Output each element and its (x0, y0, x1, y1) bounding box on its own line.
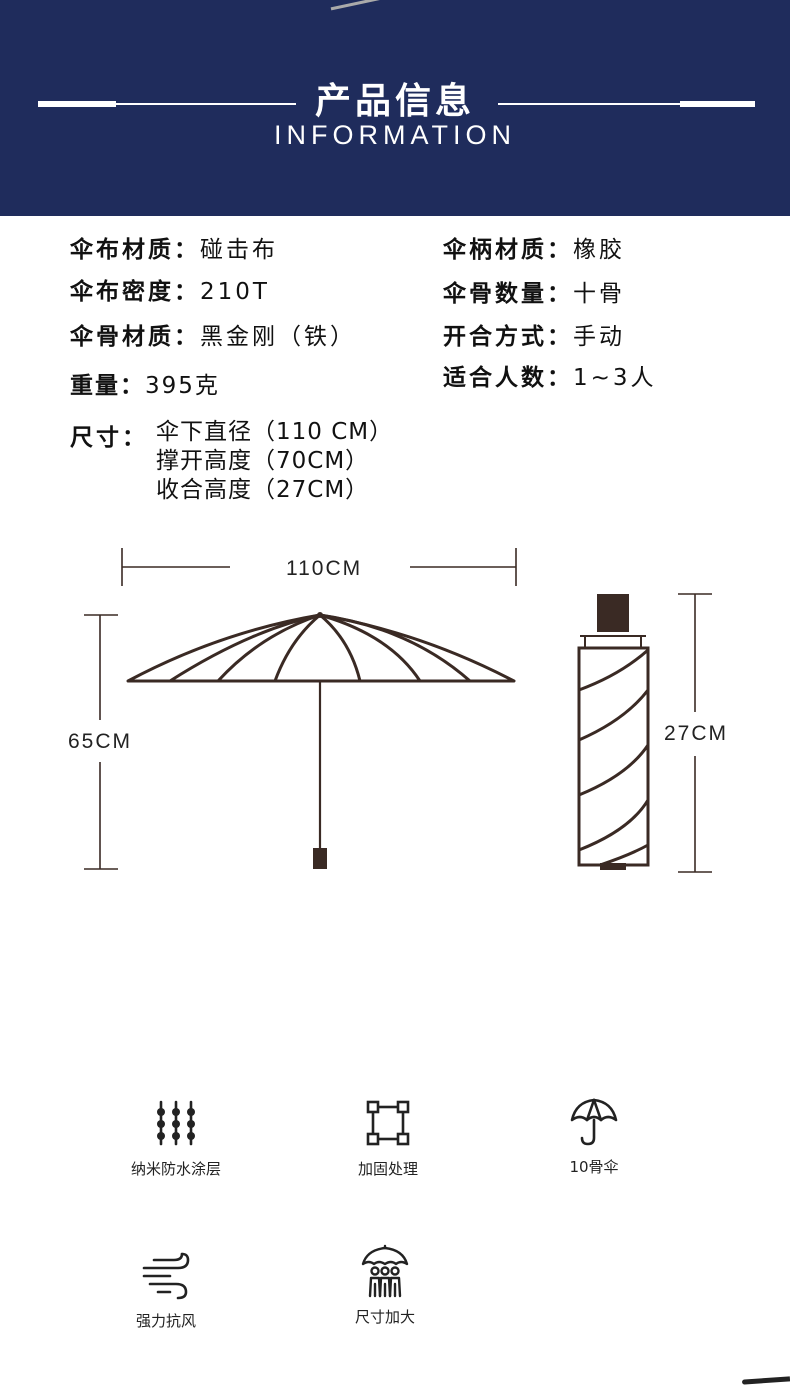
spec-size: 尺寸： (70, 418, 148, 452)
feature-label: 强力抗风 (135, 1312, 196, 1330)
spec-key: 重量： (70, 373, 145, 399)
header-rule-right-thin (498, 103, 680, 105)
info-header: 产品信息 INFORMATION (0, 0, 790, 216)
spec-value: 十骨 (573, 281, 625, 307)
spec-key: 尺寸： (70, 425, 148, 451)
decorative-stroke (741, 1376, 790, 1385)
header-rule-left-thick (38, 101, 116, 107)
spec-key: 伞骨材质： (70, 324, 200, 350)
spec-key: 伞柄材质： (443, 237, 573, 263)
umbrella-icon (570, 1098, 618, 1146)
spec-value: 395克 (145, 373, 220, 399)
feature-label: 10骨伞 (569, 1158, 619, 1176)
spec-weight: 重量：395克 (70, 366, 220, 400)
spec-capacity: 适合人数：1~3人 (443, 358, 657, 392)
header-rule-left-thin (116, 103, 296, 105)
feature-reinforced: 加固处理 (308, 1098, 468, 1179)
open-umbrella-drawing (126, 612, 516, 869)
size-lines: 伞下直径（110 CM） 撑开高度（70CM） 收合高度（27CM） (156, 418, 393, 505)
spec-value: 手动 (573, 324, 625, 350)
feature-wind-resistant: 强力抗风 (86, 1250, 246, 1331)
spec-open-close: 开合方式：手动 (443, 317, 625, 351)
spec-value: 黑金刚（铁） (200, 324, 356, 350)
folded-umbrella-drawing (577, 594, 650, 870)
water-drops-icon (157, 1100, 195, 1146)
size-line-diameter: 伞下直径（110 CM） (156, 419, 394, 445)
folded-dimension-label: 27CM (664, 722, 729, 745)
spec-key: 伞布材质： (70, 237, 200, 263)
spec-key: 伞布密度： (70, 279, 200, 305)
feature-label: 加固处理 (357, 1160, 418, 1178)
page-title: 产品信息 (314, 81, 475, 122)
spec-value: 210T (200, 279, 270, 305)
spec-key: 开合方式： (443, 324, 573, 350)
spec-value: 1~3人 (573, 365, 657, 391)
reinforced-frame-icon (366, 1100, 410, 1146)
spec-key: 适合人数： (443, 365, 573, 391)
feature-ten-ribs: 10骨伞 (514, 1094, 674, 1177)
feature-enlarged-size: 尺寸加大 (305, 1244, 465, 1327)
feature-label: 尺寸加大 (354, 1308, 415, 1326)
spec-value: 碰击布 (200, 237, 278, 263)
size-line-folded-height: 收合高度（27CM） (156, 477, 370, 503)
feature-label: 纳米防水涂层 (130, 1160, 221, 1178)
umbrella-dimension-diagram (84, 548, 712, 873)
width-dimension-label: 110CM (286, 557, 363, 580)
spec-value: 橡胶 (573, 237, 625, 263)
wind-icon (142, 1252, 190, 1300)
spec-fabric-density: 伞布密度：210T (70, 272, 270, 306)
spec-rib-count: 伞骨数量：十骨 (443, 274, 625, 308)
page-subtitle: INFORMATION (274, 120, 516, 150)
feature-waterproof: 纳米防水涂层 (96, 1098, 256, 1179)
spec-rib-material: 伞骨材质：黑金刚（铁） (70, 317, 356, 351)
spec-key: 伞骨数量： (443, 281, 573, 307)
people-under-umbrella-icon (361, 1244, 409, 1298)
height-dimension-label: 65CM (68, 730, 133, 753)
spec-fabric-material: 伞布材质：碰击布 (70, 230, 278, 264)
size-line-open-height: 撑开高度（70CM） (156, 448, 370, 474)
spec-handle-material: 伞柄材质：橡胶 (443, 230, 625, 264)
header-rule-right-thick (680, 101, 755, 107)
